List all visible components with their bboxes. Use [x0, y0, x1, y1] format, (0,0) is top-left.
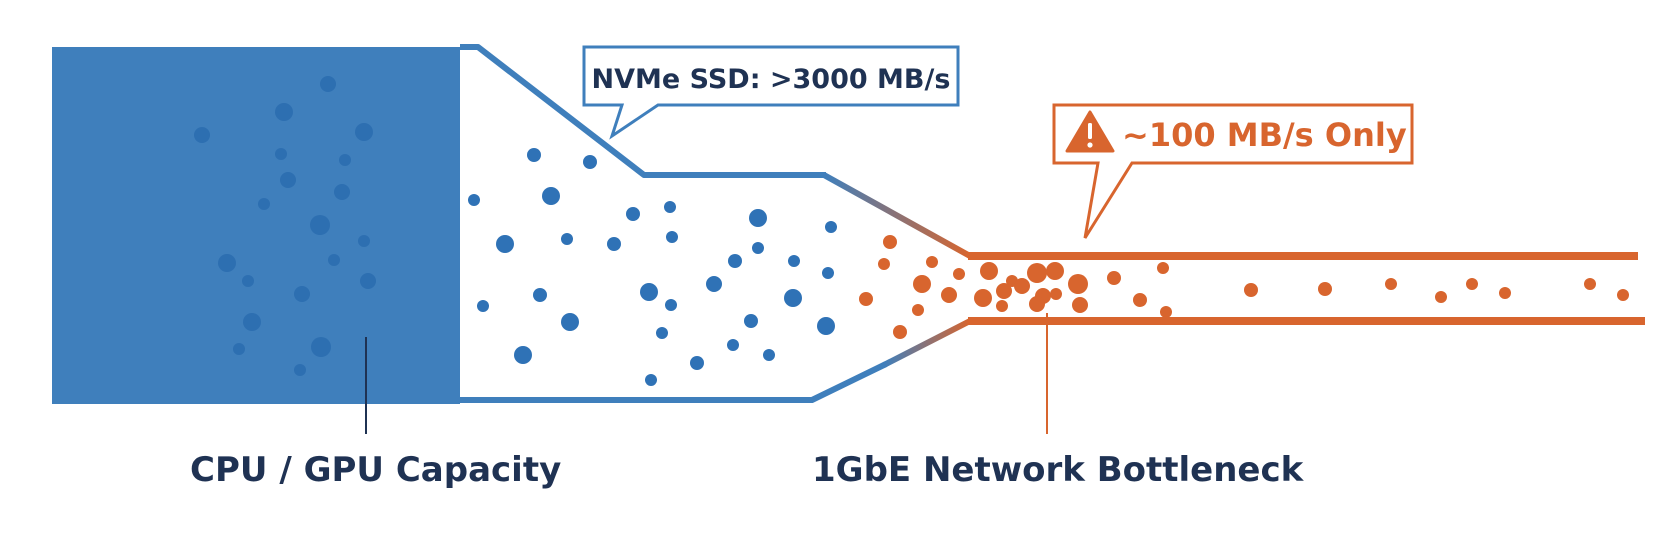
data-particle [1107, 271, 1121, 285]
nvme-funnel-outline-bottom [460, 361, 888, 403]
data-particle [749, 209, 767, 227]
data-particle [817, 317, 835, 335]
data-particle [294, 364, 306, 376]
data-particle [953, 268, 965, 280]
data-particle [744, 314, 758, 328]
data-particle [883, 235, 897, 249]
data-particle [913, 275, 931, 293]
data-particle [468, 194, 480, 206]
data-particle [1027, 263, 1047, 283]
data-particle [280, 172, 296, 188]
data-particle [941, 287, 957, 303]
data-particle [1584, 278, 1596, 290]
data-particle [561, 233, 573, 245]
funnel-taper-bottom [881, 318, 973, 368]
data-particle [533, 288, 547, 302]
data-particle [912, 304, 924, 316]
data-particle [339, 154, 351, 166]
data-particle [665, 299, 677, 311]
data-particle [1244, 283, 1258, 297]
data-particle [194, 127, 210, 143]
data-particle [542, 187, 560, 205]
bottleneck-callout: ~100 MB/s Only [1052, 103, 1414, 239]
data-particle [825, 221, 837, 233]
cpu-particles [194, 76, 376, 376]
data-particle [360, 273, 376, 289]
data-particle [822, 267, 834, 279]
data-particle [310, 215, 330, 235]
network-particles [859, 235, 1629, 339]
data-particle [974, 289, 992, 307]
data-particle [514, 346, 532, 364]
data-particle [1617, 289, 1629, 301]
data-particle [996, 283, 1012, 299]
data-particle [727, 339, 739, 351]
bottleneck-callout-text: ~100 MB/s Only [1122, 116, 1407, 154]
data-particle [706, 276, 722, 292]
data-particle [1318, 282, 1332, 296]
data-particle [1499, 287, 1511, 299]
data-particle [996, 300, 1008, 312]
data-particle [607, 237, 621, 251]
data-particle [233, 343, 245, 355]
data-particle [355, 123, 373, 141]
data-particle [1072, 297, 1088, 313]
data-particle [666, 231, 678, 243]
data-particle [1014, 278, 1030, 294]
data-particle [527, 148, 541, 162]
data-particle [656, 327, 668, 339]
data-particle [1466, 278, 1478, 290]
data-particle [728, 254, 742, 268]
data-particle [1435, 291, 1447, 303]
data-particle [763, 349, 775, 361]
data-particle [242, 275, 254, 287]
warning-icon [1065, 110, 1115, 153]
data-particle [980, 262, 998, 280]
data-particle [477, 300, 489, 312]
data-particle [1050, 288, 1062, 300]
nvme-callout-text: NVMe SSD: >3000 MB/s [592, 64, 951, 95]
data-particle [1133, 293, 1147, 307]
data-particle [859, 292, 873, 306]
data-particle [1068, 274, 1088, 294]
network-bottleneck-label: 1GbE Network Bottleneck [812, 450, 1305, 490]
data-particle [645, 374, 657, 386]
data-particle [311, 337, 331, 357]
cpu-gpu-block [52, 47, 460, 404]
data-particle [664, 201, 676, 213]
data-particle [640, 283, 658, 301]
data-particle [926, 256, 938, 268]
data-particle [1385, 278, 1397, 290]
nvme-funnel-outline [460, 44, 826, 178]
data-particle [788, 255, 800, 267]
data-particle [328, 254, 340, 266]
cpu-gpu-label: CPU / GPU Capacity [190, 450, 561, 490]
data-particle [1046, 262, 1064, 280]
data-particle [1029, 296, 1045, 312]
data-particle [1160, 306, 1172, 318]
funnel-particles [468, 148, 837, 386]
data-particle [320, 76, 336, 92]
data-particle [878, 258, 890, 270]
data-particle [334, 184, 350, 200]
data-particle [275, 103, 293, 121]
data-particle [893, 325, 907, 339]
data-particle [752, 242, 764, 254]
data-particle [626, 207, 640, 221]
data-particle [275, 148, 287, 160]
funnel-taper-top [821, 172, 973, 259]
data-particle [583, 155, 597, 169]
data-particle [690, 356, 704, 370]
data-particle [358, 235, 370, 247]
data-particle [258, 198, 270, 210]
data-particle [784, 289, 802, 307]
data-particle [496, 235, 514, 253]
data-particle [561, 313, 579, 331]
data-particle [243, 313, 261, 331]
nvme-callout: NVMe SSD: >3000 MB/s [582, 45, 960, 140]
data-particle [1157, 262, 1169, 274]
data-particle [218, 254, 236, 272]
data-particle [294, 286, 310, 302]
